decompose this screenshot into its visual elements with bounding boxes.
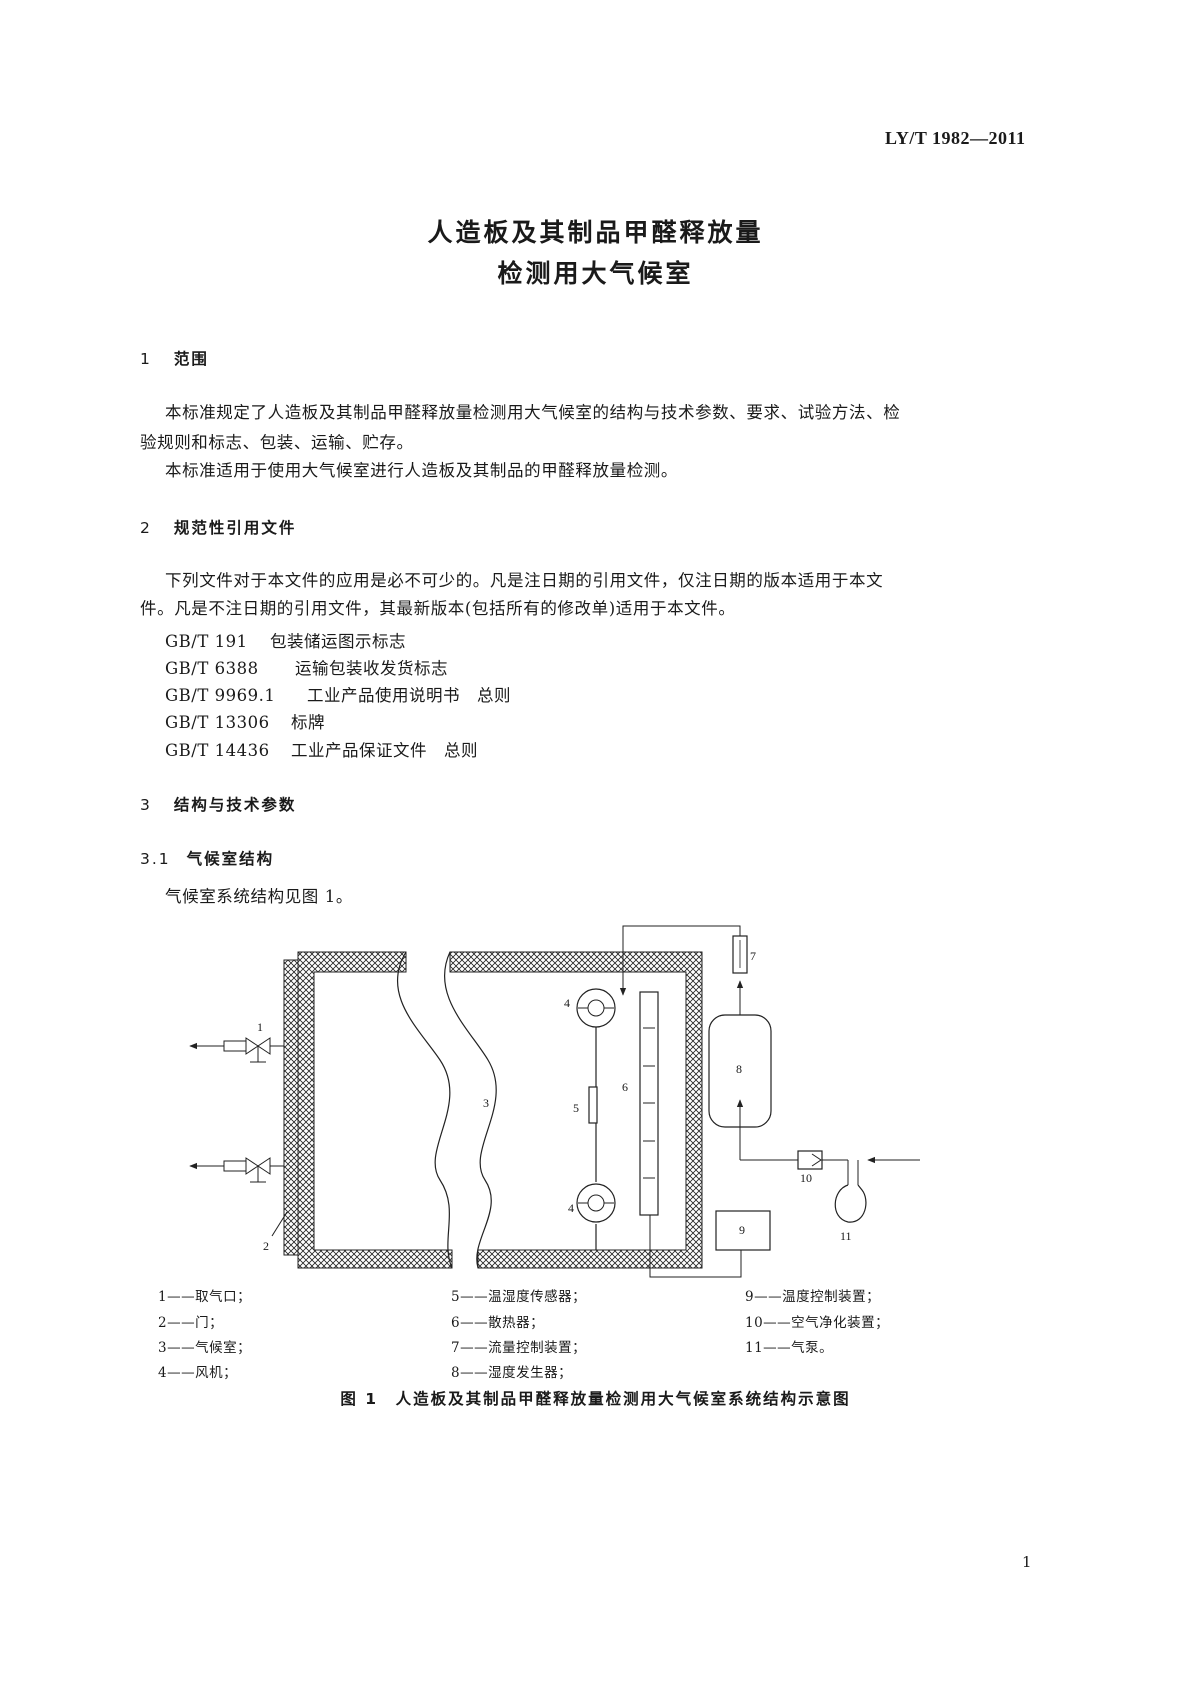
section-3-1-text: 气候室系统结构见图 1。	[165, 887, 353, 906]
figure-caption: 图 1 人造板及其制品甲醛释放量检测用大气候室系统结构示意图	[340, 1390, 851, 1408]
diagram-label: 6	[622, 1080, 628, 1094]
section-2-para-line1: 下列文件对于本文件的应用是必不可少的。凡是注日期的引用文件，仅注日期的版本适用于…	[165, 571, 884, 590]
section-3-1-title: 气候室结构	[186, 850, 275, 868]
diagram-label: 8	[736, 1062, 742, 1076]
chamber-wall-left	[297, 951, 453, 1269]
reference-item: GB/T 6388 运输包装收发货标志	[165, 655, 448, 679]
diagram-label: 5	[573, 1101, 579, 1115]
reference-code: GB/T 14436	[165, 741, 270, 760]
reference-item: GB/T 191 包装储运图示标志	[165, 628, 406, 652]
diagram-label: 2	[263, 1239, 269, 1253]
door	[283, 959, 299, 1256]
break-line-left	[396, 951, 453, 1269]
legend-item: 7——流量控制装置；	[451, 1340, 587, 1356]
diagram-label: 1	[257, 1020, 263, 1034]
section-2-para-line2: 件。凡是不注日期的引用文件，其最新版本(包括所有的修改单)适用于本文件。	[140, 599, 736, 618]
section-3-number: 3	[140, 796, 152, 814]
legend-item: 11——气泵。	[745, 1340, 834, 1356]
section-2-heading: 2 规范性引用文件	[140, 516, 296, 538]
document-title-line2: 检测用大气候室	[497, 259, 694, 288]
fan-lower	[576, 1183, 616, 1223]
page-number: 1	[1022, 1553, 1032, 1571]
legend-item: 10——空气净化装置；	[745, 1315, 890, 1331]
reference-title: 工业产品使用说明书 总则	[307, 686, 511, 705]
fan-upper	[576, 988, 616, 1028]
air-purifier	[797, 1150, 823, 1170]
diagram-label: 3	[483, 1096, 489, 1110]
diagram-label: 4	[568, 1201, 574, 1215]
reference-title: 包装储运图示标志	[270, 632, 406, 651]
reference-item: GB/T 9969.1 工业产品使用说明书 总则	[165, 682, 511, 706]
reference-code: GB/T 6388	[165, 659, 259, 678]
reference-code: GB/T 191	[165, 632, 248, 651]
reference-title: 标牌	[291, 713, 325, 732]
diagram-label: 10	[800, 1171, 812, 1185]
section-3-1-heading: 3.1 气候室结构	[140, 847, 274, 869]
section-2-title: 规范性引用文件	[173, 519, 297, 537]
sampling-port-upper	[189, 1037, 284, 1063]
section-3-1-number: 3.1	[140, 850, 171, 868]
document-title-line1: 人造板及其制品甲醛释放量	[427, 218, 764, 247]
diagram-label: 11	[840, 1229, 852, 1243]
reference-item: GB/T 14436 工业产品保证文件 总则	[165, 737, 478, 761]
reference-item: GB/T 13306 标牌	[165, 709, 325, 733]
section-3-heading: 3 结构与技术参数	[140, 793, 296, 815]
legend-item: 1——取气口；	[158, 1289, 252, 1305]
reference-title: 工业产品保证文件 总则	[291, 741, 478, 760]
air-pump	[834, 1184, 867, 1223]
diagram-label: 7	[750, 949, 756, 963]
standard-code: LY/T 1982—2011	[885, 128, 1026, 148]
section-1-para1-line2: 验规则和标志、包装、运输、贮存。	[140, 433, 414, 452]
section-1-para1-line1: 本标准规定了人造板及其制品甲醛释放量检测用大气候室的结构与技术参数、要求、试验方…	[165, 403, 901, 422]
section-1-number: 1	[140, 350, 152, 368]
temp-humidity-sensor	[588, 1086, 598, 1124]
section-3-title: 结构与技术参数	[173, 796, 297, 814]
section-1-heading: 1 范围	[140, 347, 209, 369]
legend-item: 8——湿度发生器；	[451, 1365, 573, 1381]
legend-item: 6——散热器；	[451, 1315, 545, 1331]
reference-code: GB/T 9969.1	[165, 686, 276, 705]
section-1-title: 范围	[173, 350, 209, 368]
legend-item: 5——温湿度传感器；	[451, 1289, 587, 1305]
reference-code: GB/T 13306	[165, 713, 270, 732]
break-line-right	[444, 951, 497, 1269]
legend-item: 2——门；	[158, 1315, 224, 1331]
reference-title: 运输包装收发货标志	[295, 659, 448, 678]
sampling-port-lower	[189, 1157, 284, 1183]
section-1-para2: 本标准适用于使用大气候室进行人造板及其制品的甲醛释放量检测。	[165, 461, 678, 480]
section-2-number: 2	[140, 519, 152, 537]
diagram-label: 4	[564, 996, 570, 1010]
temperature-controller	[715, 1210, 771, 1251]
legend-item: 4——风机；	[158, 1365, 238, 1381]
legend-item: 3——气候室；	[158, 1340, 252, 1356]
legend-item: 9——温度控制装置；	[745, 1289, 881, 1305]
diagram-label: 9	[739, 1223, 745, 1237]
